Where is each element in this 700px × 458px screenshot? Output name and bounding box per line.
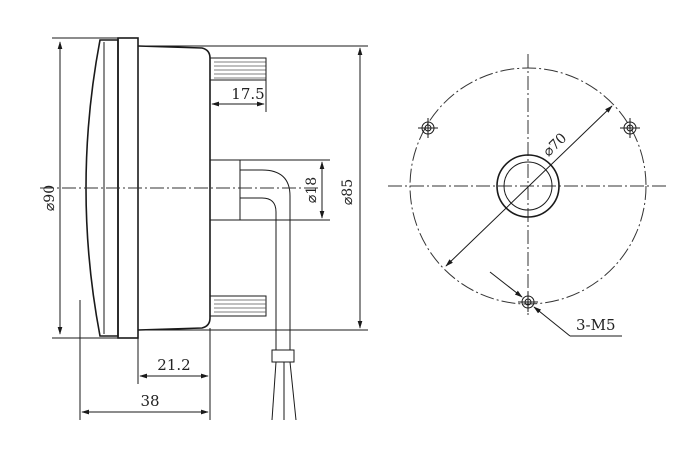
dimension-3-m5: 3-M5: [489, 271, 622, 337]
top-stud: [209, 57, 267, 81]
front-view: ⌀70 3-M5: [388, 54, 668, 337]
len-17-5-label: 17.5: [231, 85, 264, 103]
mounting-hole-bottom: [518, 292, 538, 312]
dimension-dia-85: ⌀85: [138, 45, 368, 331]
dimension-17-5: 17.5: [211, 58, 267, 112]
dimension-dia-18: ⌀18: [240, 159, 330, 221]
thread-3m5-label: 3-M5: [576, 316, 616, 334]
dia-70-label: ⌀70: [540, 130, 570, 160]
dia-90-label: ⌀90: [42, 185, 58, 211]
bottom-stud: [209, 295, 267, 317]
len-21-2-label: 21.2: [157, 356, 190, 374]
mounting-hole-right: [620, 118, 640, 138]
len-38-label: 38: [140, 392, 159, 410]
dimension-38: 38: [79, 300, 209, 420]
cable-boss: [209, 159, 297, 421]
dimension-21-2: 21.2: [137, 328, 211, 420]
dia-18-label: ⌀18: [304, 177, 320, 203]
lens-outline: [85, 39, 119, 337]
side-view: ⌀90 17.5 ⌀18 ⌀85 21.2: [40, 37, 368, 421]
dimension-dia-90: ⌀90: [42, 37, 118, 339]
mounting-hole-left: [418, 118, 438, 138]
dia-85-label: ⌀85: [340, 179, 356, 205]
